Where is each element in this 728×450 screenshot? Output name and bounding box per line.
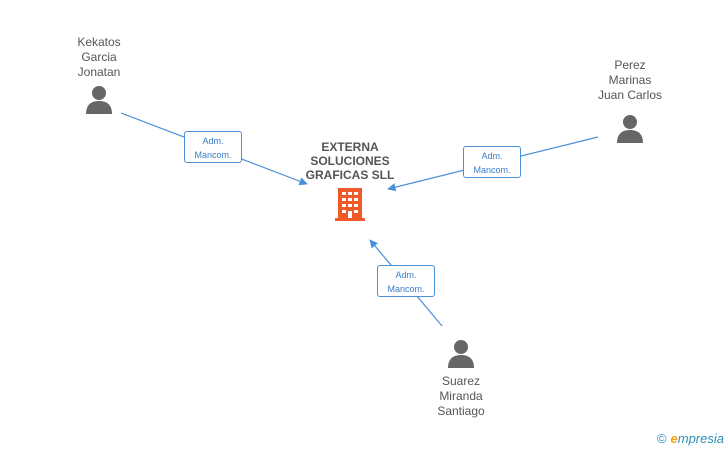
person-name[interactable]: Kekatos Garcia Jonatan <box>77 35 121 79</box>
role-line-1: Adm. <box>395 270 417 280</box>
role-badge-perez[interactable]: Adm. Mancom. <box>463 146 521 178</box>
person-node-suarez[interactable]: Suarez Miranda Santiago <box>406 338 516 419</box>
person-node-kekatos[interactable]: Kekatos Garcia Jonatan <box>44 35 154 114</box>
brand-footer[interactable]: ©empresia <box>657 431 724 446</box>
person-name[interactable]: Perez Marinas Juan Carlos <box>597 58 663 102</box>
person-icon <box>617 115 643 143</box>
building-icon <box>335 188 365 221</box>
role-line-2: Mancom. <box>194 150 232 160</box>
copyright-icon: © <box>656 431 667 446</box>
role-badge-kekatos[interactable]: Adm. Mancom. <box>184 131 242 163</box>
brand-name: mpresia <box>677 431 724 446</box>
company-node[interactable]: EXTERNA SOLUCIONES GRAFICAS SLL <box>290 140 410 222</box>
person-icon <box>448 340 474 368</box>
role-line-2: Mancom. <box>387 284 425 294</box>
person-node-perez[interactable]: Perez Marinas Juan Carlos <box>575 58 685 143</box>
company-name[interactable]: EXTERNA SOLUCIONES GRAFICAS SLL <box>305 140 395 182</box>
role-line-2: Mancom. <box>473 165 511 175</box>
brand-initial: e <box>670 431 678 446</box>
role-line-1: Adm. <box>481 151 503 161</box>
person-name[interactable]: Suarez Miranda Santiago <box>437 374 485 418</box>
role-badge-suarez[interactable]: Adm. Mancom. <box>377 265 435 297</box>
role-line-1: Adm. <box>202 136 224 146</box>
person-icon <box>86 86 112 114</box>
